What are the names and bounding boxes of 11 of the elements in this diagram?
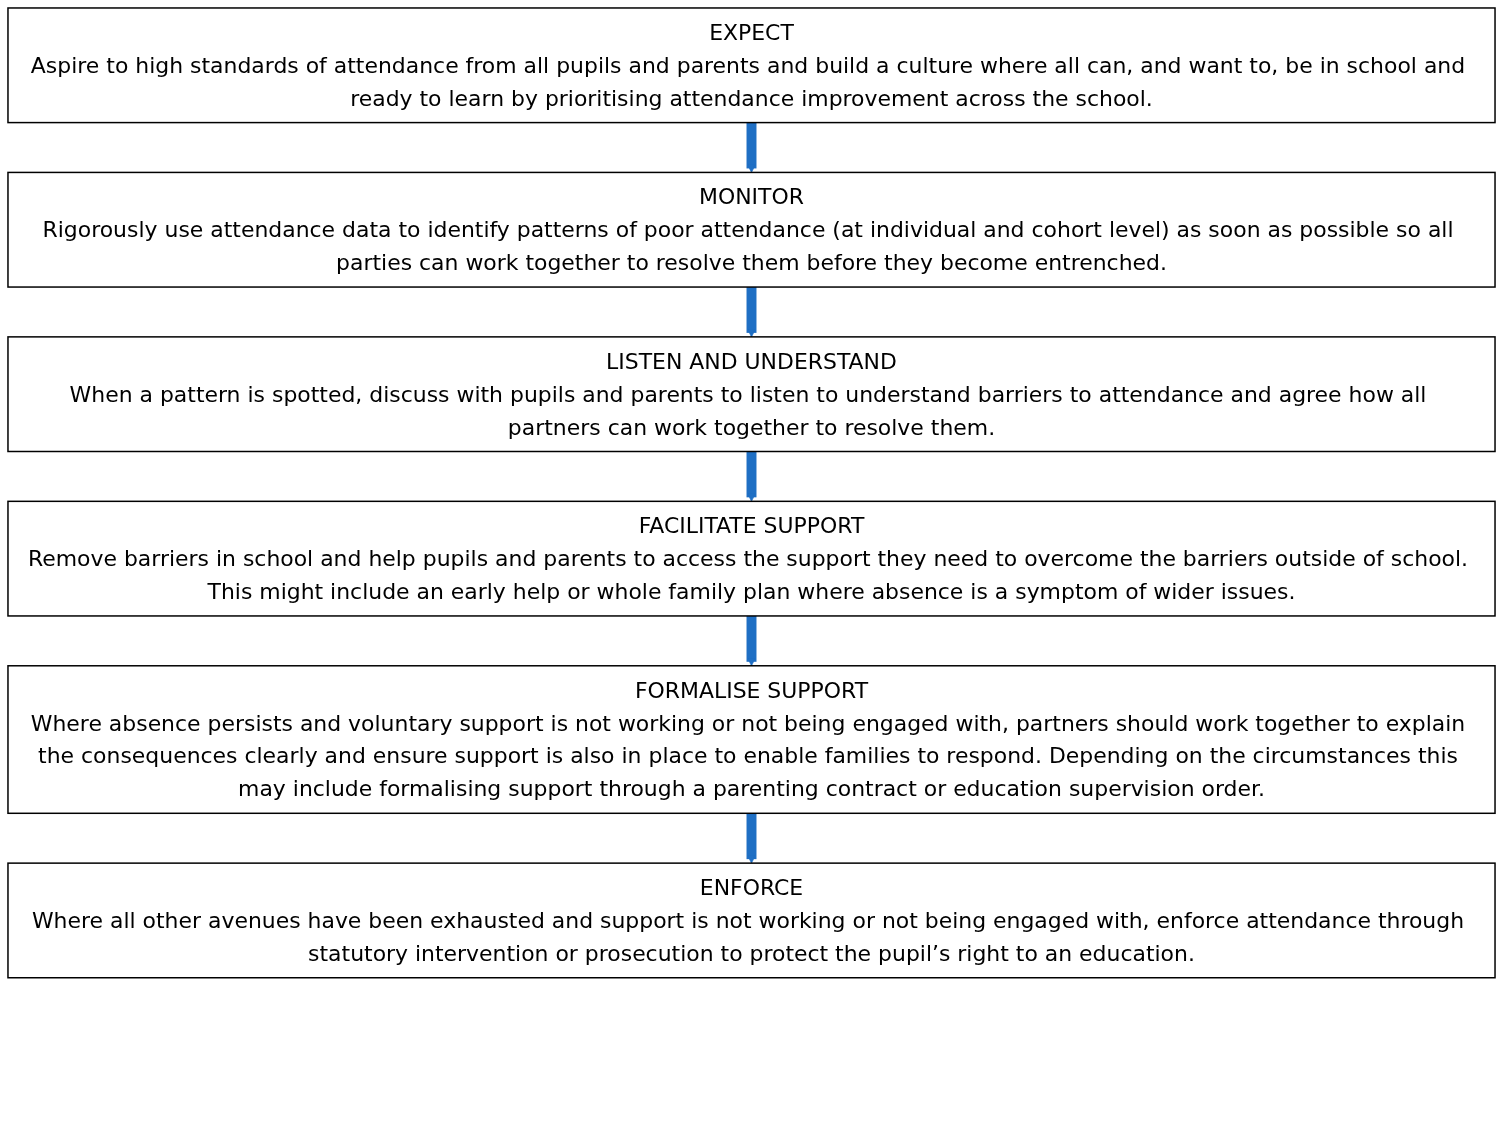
arrow: [746, 615, 757, 667]
arrow: [746, 121, 757, 173]
arrow: [746, 286, 757, 338]
arrow: [746, 450, 757, 502]
node-box: ENFORCE Where all other avenues have been exhausted and support is not working or not being engaged with, enforce attendance through statutory intervention or prosecution to protect the pupil’s right to an education.: [7, 862, 1496, 979]
node-box: FACILITATE SUPPORT Remove barriers in school and help pupils and parents to access the support they need to overcome the barriers outside of school. This might include an early help or whole family plan where absence is a symptom of wider issues.: [7, 500, 1496, 617]
node-box: EXPECT Aspire to high standards of attendance from all pupils and parents and build a culture where all can, and want to, be in school and ready to learn by prioritising attendance improvement across the school.: [7, 7, 1496, 124]
node-box: MONITOR Rigorously use attendance data to identify patterns of poor attendance (at individual and cohort level) as soon as possible so all parties can work together to resolve them before they become entrenched.: [7, 171, 1496, 288]
arrow: [746, 812, 757, 864]
node-box: FORMALISE SUPPORT Where absence persists and voluntary support is not working or not being engaged with, partners should work together to explain the consequences clearly and ensure support is also in place to enable families to respond. Depending on the circumstances this may include formalising support through a parenting contract or education supervision order.: [7, 665, 1496, 815]
node-box: LISTEN AND UNDERSTAND When a pattern is spotted, discuss with pupils and parents to listen to understand barriers to attendance and agree how all partners can work together to resolve them.: [7, 336, 1496, 453]
